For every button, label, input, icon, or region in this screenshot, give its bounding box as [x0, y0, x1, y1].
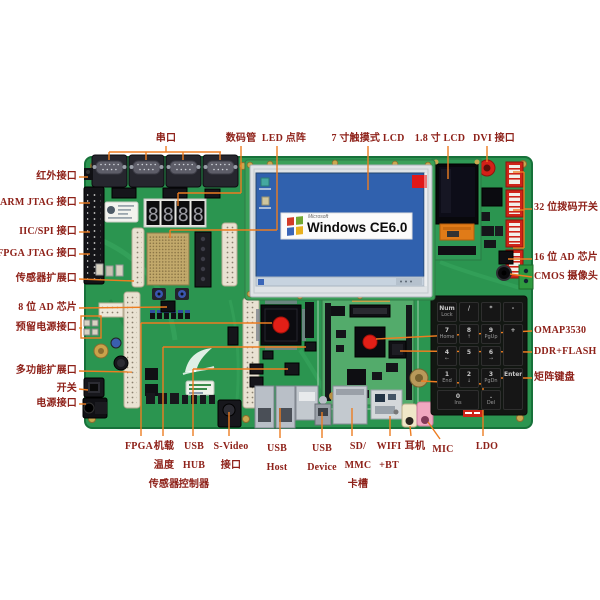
- label-wifi-bt: WIFI +BT: [376, 441, 402, 471]
- windows-flag-icon: [287, 216, 303, 236]
- usb-device-port: [314, 396, 332, 426]
- push-buttons: [152, 288, 189, 300]
- svg-text:8: 8: [148, 204, 159, 226]
- label-sensor-ext: 传感器扩展口: [15, 273, 77, 284]
- label-seven-segment: 数码管: [225, 133, 257, 144]
- label-lcd-7inch: 7 寸触摸式 LCD: [331, 133, 405, 144]
- svg-text:8: 8: [178, 204, 189, 226]
- board-label-sticker: [104, 201, 139, 223]
- label-usb-device: USB Device: [307, 443, 337, 473]
- label-led-matrix: LED 点阵: [261, 133, 307, 144]
- label-adc-8bit: 8 位 AD 芯片: [18, 302, 77, 313]
- label-usb-host: USB Host: [266, 443, 288, 473]
- label-temp-sensor: 机载 温度 传感器: [148, 441, 180, 490]
- lcd-7inch-assembly: [244, 159, 436, 301]
- label-dvi: DVI 接口: [472, 133, 516, 144]
- keypad-key: *: [481, 302, 501, 322]
- cmos-camera-lens: [496, 265, 512, 281]
- label-ldo: LDO: [475, 441, 499, 452]
- sd-mmc-slot: [332, 385, 368, 425]
- label-lcd-1.8inch: 1.8 寸 LCD: [414, 133, 466, 144]
- power-jack: [82, 397, 108, 419]
- ethernet-module: [295, 385, 319, 421]
- usb-host-ports: [254, 385, 296, 429]
- red-marker: [412, 175, 427, 188]
- power-switch: [83, 377, 105, 398]
- keypad-key: 4←: [437, 346, 457, 366]
- label-mic: MIC: [432, 444, 454, 455]
- lcd-1.8inch-module: [431, 158, 482, 261]
- keypad-key: 5: [459, 346, 479, 366]
- svg-text:8: 8: [163, 204, 174, 226]
- right-components: [479, 187, 534, 290]
- label-ddr-flash: DDR+FLASH: [534, 346, 597, 357]
- green-terminal: [518, 264, 534, 290]
- windows-banner: [280, 212, 413, 240]
- ir-receiver: [84, 168, 93, 180]
- earphone-jack: [401, 403, 418, 428]
- label-arm-jtag: ARM JTAG 接口: [0, 197, 77, 208]
- keypad-key: -: [503, 302, 523, 322]
- ldo-inductor: [409, 368, 429, 388]
- jumpers: [150, 310, 190, 319]
- keypad-key: 8↑: [459, 324, 479, 344]
- label-adc-16bit: 16 位 AD 芯片: [534, 252, 598, 263]
- desktop-icons: [259, 177, 271, 209]
- temp-sensor-chip: [304, 341, 317, 352]
- label-usb-hub: USB HUB 控制器: [178, 441, 210, 490]
- label-reserved-power: 预留电源接口: [15, 322, 77, 333]
- label-s-video: S-Video 接口: [213, 441, 249, 471]
- keypad-key: +: [503, 324, 523, 366]
- microsoft-brand: Microsoft: [308, 214, 329, 220]
- black-header-column: [194, 231, 212, 288]
- left-components: [83, 263, 158, 396]
- label-serial-port: 串口: [155, 133, 177, 144]
- red-marker-dots: [272, 316, 378, 350]
- label-switch: 开关: [56, 383, 77, 394]
- label-sd-mmc: SD/ MMC 卡槽: [344, 441, 372, 490]
- label-iic-spi: IIC/SPI 接口: [19, 226, 77, 237]
- led-matrix-module: [146, 232, 190, 286]
- label-power-port: 电源接口: [36, 398, 77, 409]
- adc-16bit-chip: [498, 250, 514, 265]
- taskbar: [255, 276, 425, 287]
- wifi-bt-module: [370, 389, 403, 420]
- label-fpga: FPGA: [124, 441, 154, 452]
- label-multi-ext: 多功能扩展口: [15, 365, 77, 376]
- keypad-key: Enter: [503, 368, 523, 410]
- keypad-key: 2↓: [459, 368, 479, 388]
- windows-ce-title: Windows CE6.0: [307, 220, 408, 235]
- svg-text:8: 8: [193, 204, 204, 226]
- label-cmos-camera: CMOS 摄像头: [534, 271, 599, 282]
- keypad-key: /: [459, 302, 479, 322]
- label-fpga-jtag: FPGA JTAG 接口: [0, 248, 77, 259]
- arm-jtag-connector: [83, 186, 105, 285]
- keypad-key: .Del: [481, 390, 501, 410]
- serial-port-connectors: [91, 154, 239, 188]
- ddr-flash-chip: [388, 340, 407, 359]
- multi-function-ext-connector: [123, 291, 141, 409]
- sodimm-bar: [305, 302, 314, 338]
- label-matrix-keypad: 矩阵键盘: [534, 372, 575, 383]
- label-dip-switch-32bit: 32 位拨码开关: [534, 202, 599, 213]
- keypad-key: 6→: [481, 346, 501, 366]
- label-earphone: 耳机: [404, 441, 426, 452]
- label-ir-port: 红外接口: [36, 171, 77, 182]
- label-omap3530: OMAP3530: [534, 325, 587, 336]
